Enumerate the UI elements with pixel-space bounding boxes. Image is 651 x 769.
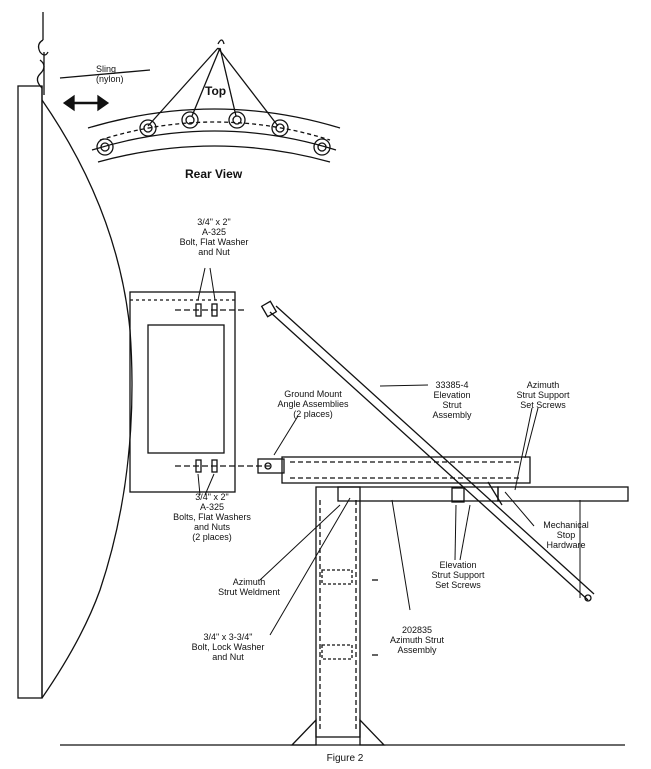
label-bolt-bottom-3: Bolts, Flat Washers (173, 512, 251, 522)
leader-lines (197, 267, 581, 636)
label-bolt-top-2: A-325 (202, 227, 226, 237)
label-lock-bolt-1: 3/4" x 3-3/4" (204, 632, 253, 642)
label-elevation-strut-2: Elevation (433, 390, 470, 400)
label-bolt-top-4: and Nut (198, 247, 230, 257)
azimuth-strut (281, 456, 629, 506)
azimuth-strut-weldment (290, 486, 386, 746)
label-ground-mount-1: Ground Mount (284, 389, 342, 399)
figure-caption: Figure 2 (327, 753, 364, 764)
label-azimuth-support-2: Strut Support (516, 390, 570, 400)
label-azimuth-weldment-2: Strut Weldment (218, 587, 280, 597)
elevation-strut (260, 300, 595, 602)
label-bolt-bottom-2: A-325 (200, 502, 224, 512)
label-lock-bolt-3: and Nut (212, 652, 244, 662)
label-ground-mount-3: (2 places) (293, 409, 333, 419)
label-azimuth-assembly-3: Assembly (397, 645, 437, 655)
hook-icon (36, 12, 49, 95)
label-mechanical-stop-2: Stop (557, 530, 576, 540)
label-sling-material: (nylon) (96, 74, 124, 84)
label-bolt-bottom-5: (2 places) (192, 532, 232, 542)
label-bolt-top-3: Bolt, Flat Washer (180, 237, 249, 247)
ground-mount-angle (257, 458, 285, 474)
label-rear-view: Rear View (185, 167, 243, 181)
label-elevation-strut-1: 33385-4 (435, 380, 468, 390)
bolt-icon (96, 111, 331, 156)
label-ground-mount-2: Angle Assemblies (277, 399, 349, 409)
label-elevation-support-2: Strut Support (431, 570, 485, 580)
label-bolt-bottom-1: 3/4" x 2" (195, 492, 228, 502)
label-bolt-bottom-4: and Nuts (194, 522, 231, 532)
label-azimuth-assembly-2: Azimuth Strut (390, 635, 445, 645)
label-sling: Sling (96, 64, 116, 74)
label-azimuth-support-1: Azimuth (527, 380, 560, 390)
dish-panel (17, 85, 133, 699)
label-bolt-top-1: 3/4" x 2" (197, 217, 230, 227)
label-azimuth-support-3: Set Screws (520, 400, 566, 410)
label-elevation-support-1: Elevation (439, 560, 476, 570)
label-azimuth-weldment-1: Azimuth (233, 577, 266, 587)
rear-view-inset (59, 39, 341, 163)
label-elevation-strut-3: Strut (442, 400, 462, 410)
label-top: Top (205, 84, 226, 98)
label-azimuth-assembly-1: 202835 (402, 625, 432, 635)
label-mechanical-stop-1: Mechanical (543, 520, 589, 530)
double-arrow-icon (62, 94, 110, 112)
back-frame (129, 291, 270, 493)
label-lock-bolt-2: Bolt, Lock Washer (192, 642, 265, 652)
label-mechanical-stop-3: Hardware (546, 540, 585, 550)
label-elevation-support-3: Set Screws (435, 580, 481, 590)
label-elevation-strut-4: Assembly (432, 410, 472, 420)
